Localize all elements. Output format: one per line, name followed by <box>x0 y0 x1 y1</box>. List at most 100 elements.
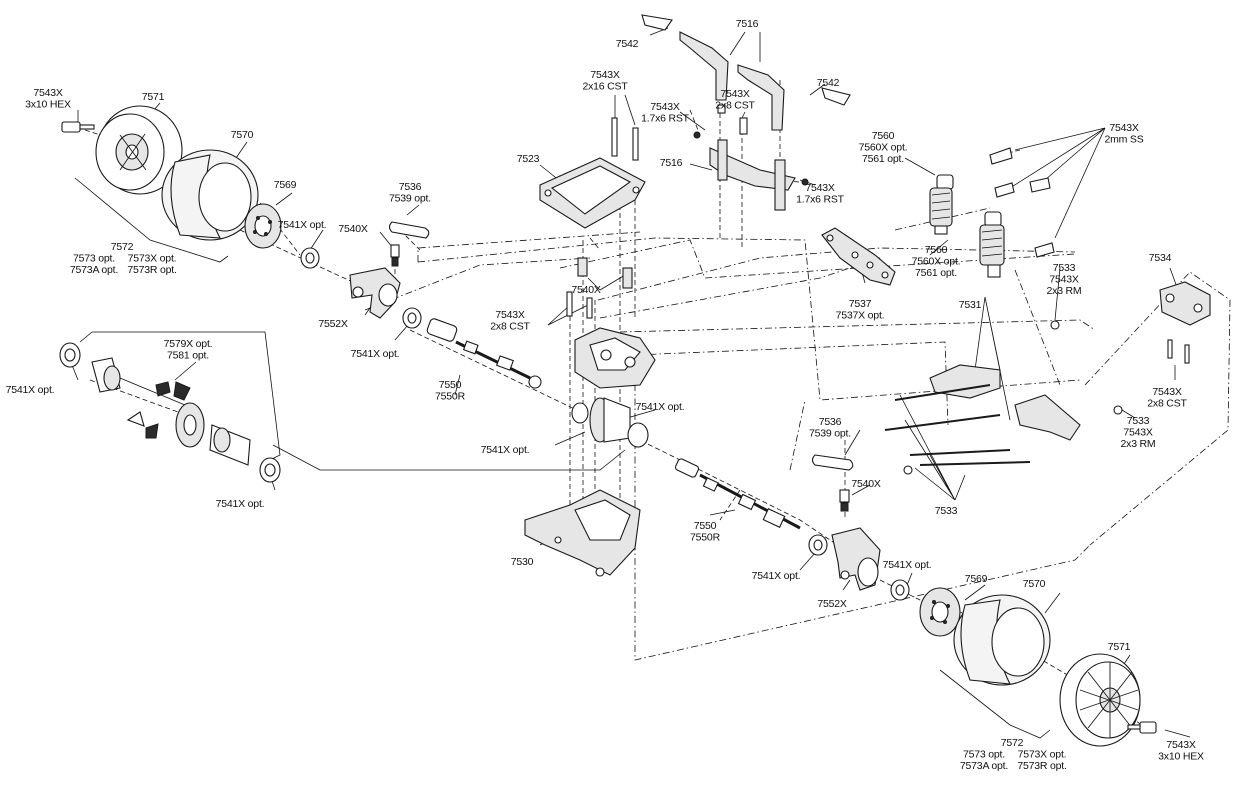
label-7541x-center-right: 7541X opt. <box>636 401 685 413</box>
label-7571-left: 7571 <box>142 91 165 103</box>
label-line: 7550R <box>435 391 466 403</box>
label-7542-right: 7542 <box>817 77 840 89</box>
center-differential <box>571 397 649 448</box>
label-7569-right: 7569 <box>965 573 988 585</box>
label-7541x-mid: 7541X opt. <box>351 348 400 360</box>
label-line: 7573R opt. <box>127 264 176 276</box>
label-7569-left: 7569 <box>274 179 297 191</box>
shock-lower <box>979 211 1005 278</box>
label-line: 7573 opt. <box>963 749 1005 761</box>
steering-knuckle-bottom <box>808 527 910 601</box>
label-line: 7560X opt. <box>912 256 961 268</box>
label-line: 7550 <box>439 379 462 391</box>
bearing-knuckle-top <box>402 307 422 329</box>
label-line: 7540X <box>851 478 881 490</box>
brake-disc-right <box>919 587 961 637</box>
diff-ring-gear <box>175 402 205 448</box>
label-7571-right: 7571 <box>1108 641 1131 653</box>
label-7541x-bottom-right: 7541X opt. <box>883 559 932 571</box>
label-line: 7543X <box>495 309 525 321</box>
label-7516-top: 7516 <box>736 18 759 30</box>
label-line: 7573 opt. <box>73 253 115 265</box>
label-line: 7560 <box>872 130 895 142</box>
label-line: 7560X opt. <box>859 142 908 154</box>
diff-outdrive-left <box>91 357 186 406</box>
label-line: 2x3 RM <box>1121 438 1156 450</box>
label-7541x-knuckle-top: 7541X opt. <box>278 219 327 231</box>
gearbox-housing-lower <box>524 489 641 577</box>
label-7570-right: 7570 <box>1023 578 1046 590</box>
label-7552x-top: 7552X <box>318 318 348 330</box>
shocks <box>929 174 1005 278</box>
label-line: 3x10 HEX <box>1158 751 1204 763</box>
label-line: 7541X opt. <box>883 559 932 571</box>
label-line: 7572 <box>1001 737 1024 749</box>
left-wheel-assembly <box>61 105 320 269</box>
label-line: 7543X <box>720 88 750 100</box>
label-line: 7541X opt. <box>481 444 530 456</box>
label-line: 7533 <box>1127 415 1150 427</box>
label-line: 7542 <box>817 77 840 89</box>
label-line: 7571 <box>142 91 165 103</box>
hex-screw-right <box>1127 721 1157 734</box>
label-line: 7543X <box>1123 427 1153 439</box>
label-line: 3x10 HEX <box>25 99 71 111</box>
label-7541x-diff-left: 7541X opt. <box>6 384 55 396</box>
label-line: 7536 <box>819 416 842 428</box>
label-line: 7537X opt. <box>836 310 885 322</box>
label-7541x-diff-right: 7541X opt. <box>216 498 265 510</box>
differential-internals <box>59 342 281 483</box>
bearing-left-outer <box>300 247 320 269</box>
label-line: 7530 <box>511 556 534 568</box>
label-line: 7573X opt. <box>1018 749 1067 761</box>
diff-outdrive-right <box>209 424 251 466</box>
label-line: 7579X opt. <box>164 338 213 350</box>
label-line: 7581 opt. <box>167 350 209 362</box>
label-line: 7543X <box>650 101 680 113</box>
label-7579x: 7579X opt.7581 opt. <box>164 338 213 362</box>
label-line: 7552X <box>817 598 847 610</box>
label-line: 7533 <box>1053 262 1076 274</box>
diff-bearing-right <box>259 457 281 483</box>
label-line: 7536 <box>399 181 422 193</box>
pivot-ball-top <box>390 244 400 267</box>
driveshaft-lower <box>674 458 801 530</box>
label-line: 7531 <box>959 299 982 311</box>
label-7523: 7523 <box>517 153 540 165</box>
diff-bearing-left <box>59 342 81 368</box>
label-line: 7552X <box>318 318 348 330</box>
label-line: 7550R <box>690 532 721 544</box>
label-line: 7543X <box>1152 386 1182 398</box>
label-line: 7516 <box>660 157 683 169</box>
label-line: 7543X <box>1109 122 1139 134</box>
label-line: 7569 <box>965 573 988 585</box>
label-line: 7541X opt. <box>278 219 327 231</box>
label-line: 1.7x6 RST <box>796 194 845 206</box>
suspension-arms <box>884 320 1123 475</box>
driveshaft-upper <box>426 318 542 389</box>
label-line: 2x16 CST <box>582 81 628 93</box>
label-line: 7539 opt. <box>809 428 851 440</box>
label-7531: 7531 <box>959 299 982 311</box>
lower-hinge-pin <box>811 454 854 512</box>
label-line: 7540X <box>338 223 368 235</box>
shock-upper <box>929 174 954 235</box>
label-line: 7561 opt. <box>862 153 904 165</box>
label-line: 1.7x6 RST <box>641 113 690 125</box>
label-line: 7571 <box>1108 641 1131 653</box>
label-line: 7573A opt. <box>70 264 118 276</box>
steering-knuckle-top <box>349 221 430 329</box>
label-line: 7541X opt. <box>752 570 801 582</box>
